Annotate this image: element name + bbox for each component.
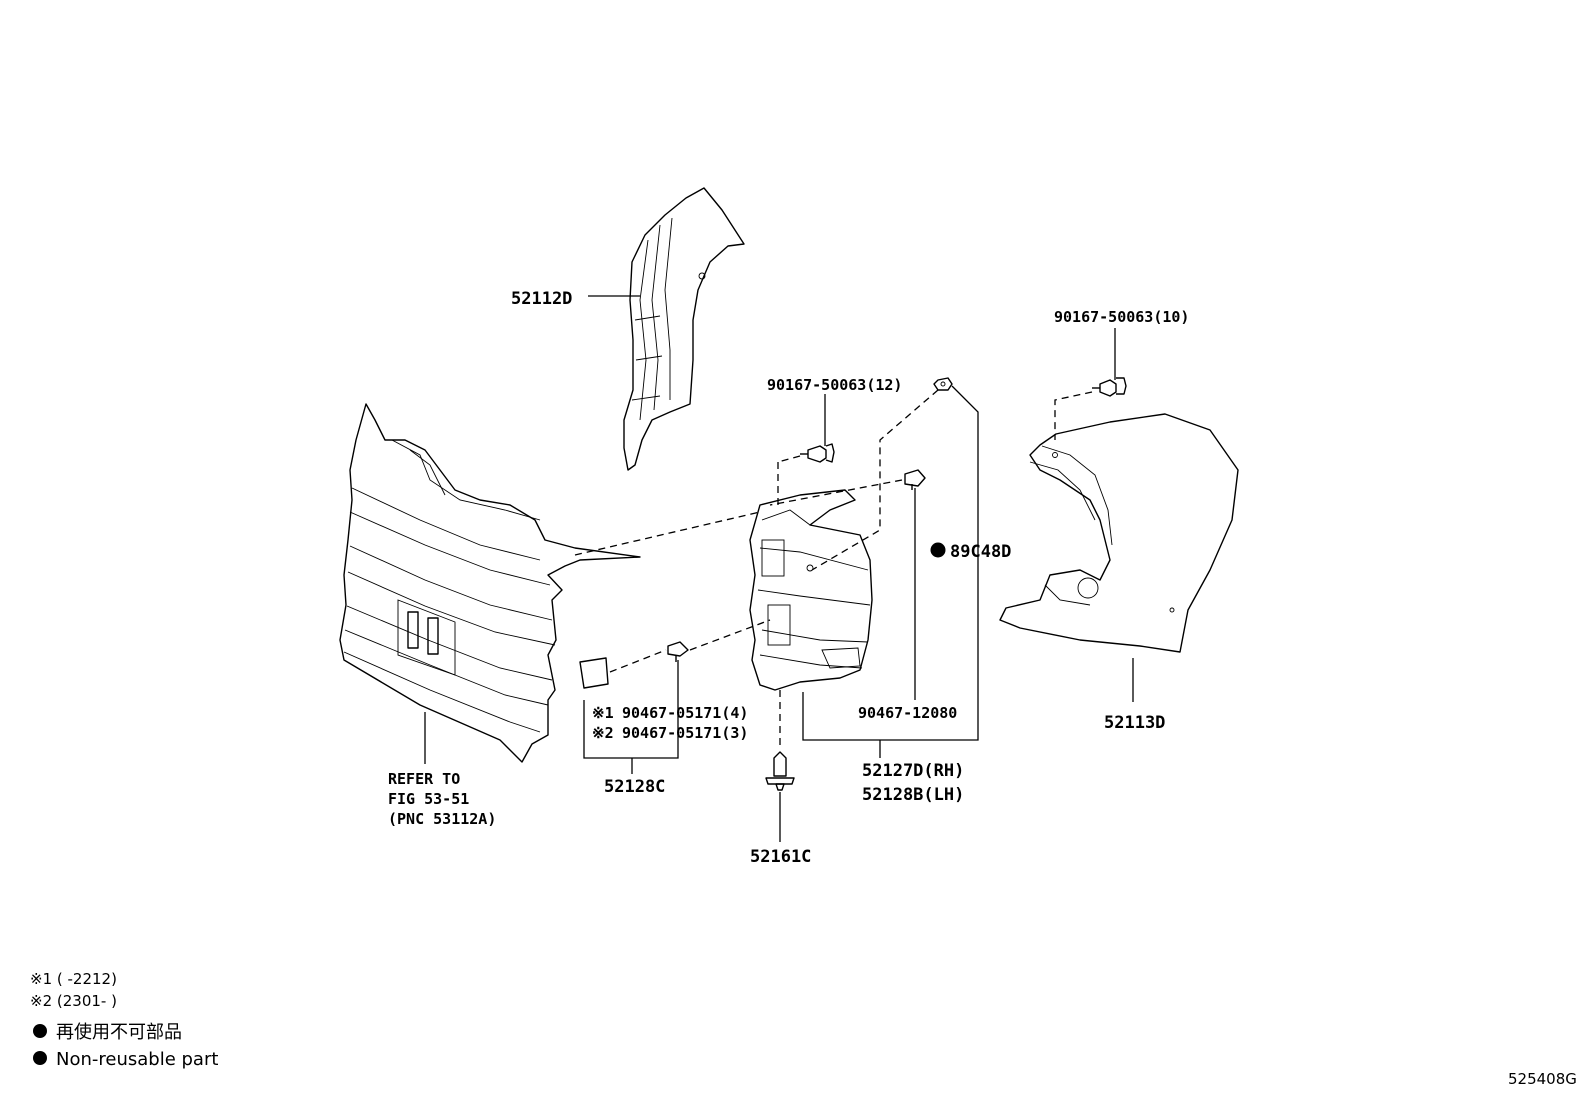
fender-liner-52112D[interactable] — [623, 187, 745, 471]
bumper-retainer-52127D[interactable] — [749, 489, 873, 691]
nonreusable-dot-icon — [930, 542, 946, 558]
label-90467-05171-3: 90467-05171(3) — [622, 724, 748, 742]
legend-dot-icon-en — [33, 1051, 47, 1065]
assembly-lines — [574, 389, 1093, 750]
refer-line-1: REFER TO — [388, 770, 460, 788]
legend-dot-icon-jp — [33, 1024, 47, 1038]
marker-2: ※2 — [592, 724, 614, 742]
legend-nonreusable-en: Non-reusable part — [56, 1049, 218, 1070]
legend-note-2: ※2 (2301- ) — [30, 992, 117, 1010]
label-52127D-rh: 52127D(RH) — [862, 761, 964, 781]
clip-90467-05171[interactable] — [667, 641, 689, 662]
label-90467-05171-4: 90467-05171(4) — [622, 704, 748, 722]
refer-line-2: FIG 53-51 — [388, 790, 469, 808]
label-90167-50063-12: 90167-50063(12) — [767, 376, 902, 394]
pin-52161C[interactable] — [765, 751, 795, 791]
refer-line-3: (PNC 53112A) — [388, 810, 496, 828]
grille-assembly[interactable] — [339, 403, 641, 763]
screw-90167-50063-10[interactable] — [1092, 377, 1127, 397]
bumper-cover-52113D[interactable] — [999, 413, 1239, 653]
label-52113D: 52113D — [1104, 713, 1165, 733]
marker-1: ※1 — [592, 704, 614, 722]
label-89C48D: 89C48D — [950, 542, 1011, 562]
legend: ※1 ( -2212) ※2 (2301- ) 再使用不可部品 Non-reus… — [30, 970, 218, 1070]
cover-52128C[interactable] — [579, 657, 609, 689]
label-52128B-lh: 52128B(LH) — [862, 785, 964, 805]
legend-nonreusable-jp: 再使用不可部品 — [56, 1022, 182, 1043]
label-90167-50063-10: 90167-50063(10) — [1054, 308, 1189, 326]
callout-labels: 52112D 90167-50063(10) 90167-50063(12) 8… — [388, 289, 1189, 867]
leader-lines — [424, 295, 1134, 842]
label-90467-12080: 90467-12080 — [858, 704, 957, 722]
label-52128C: 52128C — [604, 777, 665, 797]
label-52161C: 52161C — [750, 847, 811, 867]
screw-90167-50063-12[interactable] — [800, 443, 835, 463]
nut-89C48D[interactable] — [933, 377, 953, 391]
figure-code: 525408G — [1508, 1070, 1577, 1088]
clip-90467-12080[interactable] — [904, 469, 926, 490]
label-52112D: 52112D — [511, 289, 572, 309]
legend-note-1: ※1 ( -2212) — [30, 970, 117, 988]
